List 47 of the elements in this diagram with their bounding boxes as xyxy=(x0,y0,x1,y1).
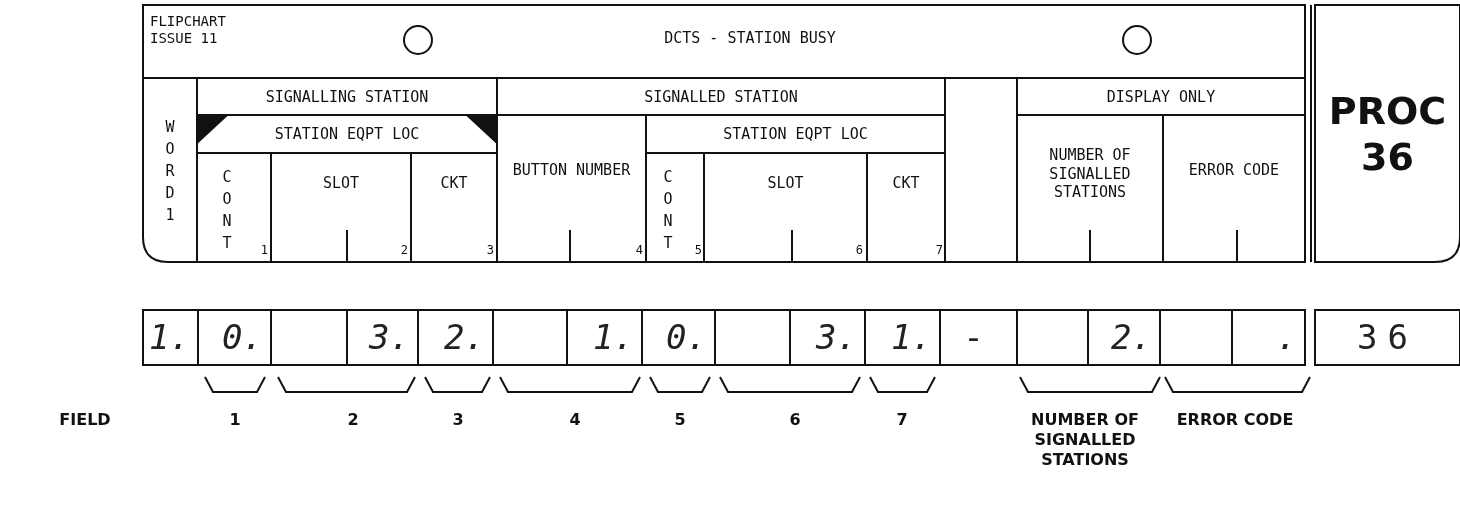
field-number: 5 xyxy=(673,410,687,431)
display-digit: . xyxy=(1275,316,1298,360)
field-number: 4 xyxy=(568,410,582,431)
word-label: WORD 1 xyxy=(165,117,175,226)
field-number: 1 xyxy=(259,241,268,259)
column-label: CKT xyxy=(439,172,469,194)
display-digit: 2. xyxy=(443,316,486,360)
field-number: 3 xyxy=(451,410,465,431)
field-label: FIELD xyxy=(58,410,112,431)
form-title: DCTS - STATION BUSY xyxy=(663,27,837,49)
column-label: SLOT xyxy=(321,172,361,194)
display-digit: 1. xyxy=(148,316,191,360)
column-label: CONT xyxy=(222,167,232,254)
field-number: 5 xyxy=(693,241,702,259)
field-number: 3 xyxy=(485,241,494,259)
procedure-label: PROC 36 xyxy=(1327,88,1448,181)
display-digit: - xyxy=(962,316,995,360)
group-header: STATION EQPT LOC xyxy=(273,123,421,145)
column-label: ERROR CODE xyxy=(1187,159,1281,181)
field-number: 7 xyxy=(895,410,909,431)
display-digit: 3. xyxy=(814,316,858,360)
field-number: 7 xyxy=(934,241,943,259)
display-digit: 0. xyxy=(665,316,708,360)
group-header: DISPLAY ONLY xyxy=(1105,87,1217,109)
column-label: CONT xyxy=(663,167,673,254)
field-number: 6 xyxy=(788,410,802,431)
group-header: SIGNALLING STATION xyxy=(264,87,430,109)
display-digit: 3. xyxy=(367,316,411,360)
field-number: 2 xyxy=(346,410,360,431)
column-label: CKT xyxy=(891,172,921,194)
display-digit: 0. xyxy=(221,316,264,360)
column-label: SLOT xyxy=(766,172,805,194)
display-digit: 1. xyxy=(890,316,933,360)
field-number: 6 xyxy=(854,241,863,259)
field-number: 4 xyxy=(634,241,643,259)
field-number: 2 xyxy=(399,241,408,259)
column-label: NUMBER OF SIGNALLED STATIONS xyxy=(1048,144,1132,204)
display-digit: 36 xyxy=(1356,316,1419,360)
display-digit: 2. xyxy=(1110,316,1153,360)
column-label: BUTTON NUMBER xyxy=(511,159,632,181)
display-digit: 1. xyxy=(592,316,635,360)
group-header: STATION EQPT LOC xyxy=(722,123,869,145)
group-header: SIGNALLED STATION xyxy=(643,87,799,109)
issue-label: FLIPCHART ISSUE 11 xyxy=(150,11,227,48)
field-number: 1 xyxy=(228,410,242,431)
field-label: NUMBER OF SIGNALLED STATIONS xyxy=(1030,410,1140,471)
field-label: ERROR CODE xyxy=(1175,410,1295,431)
